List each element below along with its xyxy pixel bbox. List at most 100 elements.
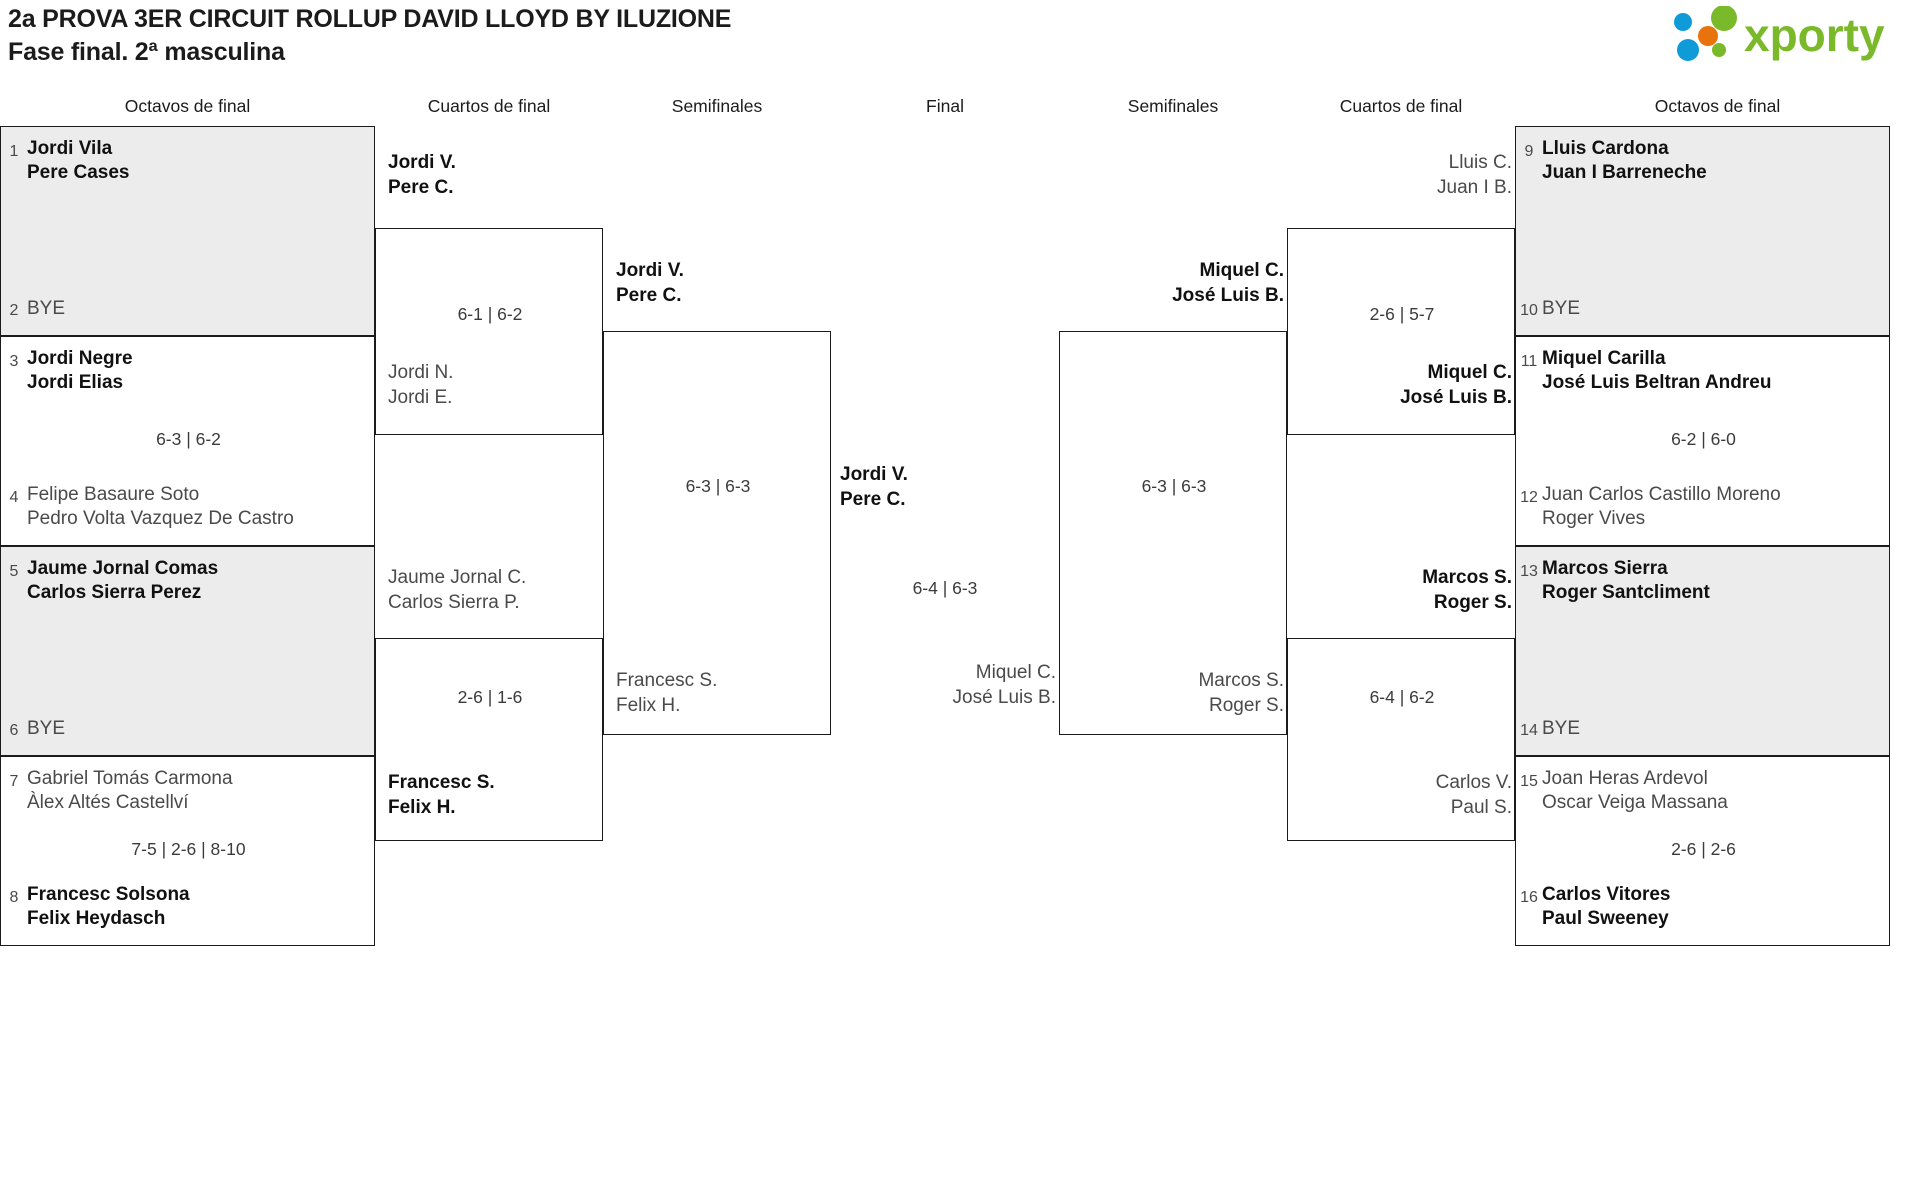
player-name-2: Oscar Veiga Massana: [1542, 792, 1728, 813]
match-score-right-qf-1: 2-6 | 5-7: [1369, 304, 1435, 324]
match-box-right-sf-1[interactable]: 6-3 | 6-3: [1059, 331, 1287, 735]
seed-number: 5: [9, 563, 19, 580]
player-name-1: Marcos S.: [1422, 567, 1512, 588]
sf-left-player-1[interactable]: Jordi V. Pere C.: [616, 258, 684, 308]
qf-left-player-3[interactable]: Jaume Jornal C. Carlos Sierra P.: [388, 565, 526, 615]
sf-right-player-1[interactable]: Miquel C. José Luis B.: [1172, 258, 1284, 308]
match-box-left-qf-1[interactable]: 6-1 | 6-2: [375, 228, 603, 435]
match-box-right-r16-3[interactable]: 13 Marcos Sierra Roger Santcliment 14 BY…: [1515, 546, 1890, 756]
player-name-1: Gabriel Tomás Carmona: [27, 768, 233, 789]
player-name-2: Pere C.: [388, 177, 454, 198]
player-slot-seed-3[interactable]: 3 Jordi Negre Jordi Elias: [1, 347, 133, 395]
seed-number: 6: [9, 722, 19, 739]
seed-number: 7: [9, 773, 19, 790]
qf-right-player-4[interactable]: Carlos V. Paul S.: [1436, 770, 1512, 820]
seed-number: 16: [1520, 889, 1538, 906]
player-slot-seed-4[interactable]: 4 Felipe Basaure Soto Pedro Volta Vazque…: [1, 483, 294, 531]
match-score-left-r16-4: 7-5 | 2-6 | 8-10: [131, 839, 246, 859]
seed-number: 11: [1520, 353, 1538, 370]
player-name-2: Àlex Altés Castellví: [27, 792, 189, 813]
player-name-2: Pedro Volta Vazquez De Castro: [27, 508, 294, 529]
player-name-2: Felix H.: [388, 797, 456, 818]
player-name-1: Miquel Carilla: [1542, 348, 1666, 369]
player-name-2: Paul Sweeney: [1542, 908, 1669, 929]
player-names: Lluis Cardona Juan I Barreneche: [1542, 137, 1707, 185]
player-names: Carlos Vitores Paul Sweeney: [1542, 883, 1670, 931]
player-slot-seed-5[interactable]: 5 Jaume Jornal Comas Carlos Sierra Perez: [1, 557, 219, 605]
seed-number: 13: [1520, 563, 1538, 580]
player-slot-seed-8[interactable]: 8 Francesc Solsona Felix Heydasch: [1, 883, 190, 931]
player-names: Francesc Solsona Felix Heydasch: [27, 883, 190, 931]
bye-label: BYE: [1542, 718, 1581, 739]
player-name-1: Marcos Sierra: [1542, 558, 1668, 579]
logo-wordmark: xporty: [1744, 9, 1885, 61]
player-slot-seed-6[interactable]: 6 BYE: [1, 716, 65, 741]
match-box-left-r16-3[interactable]: 5 Jaume Jornal Comas Carlos Sierra Perez…: [0, 546, 375, 756]
match-box-right-qf-1[interactable]: 2-6 | 5-7: [1287, 228, 1515, 435]
tournament-title: 2a PROVA 3ER CIRCUIT ROLLUP DAVID LLOYD …: [8, 5, 732, 33]
seed-number: 14: [1520, 722, 1538, 739]
seed-number: 2: [9, 302, 19, 319]
match-box-right-r16-2[interactable]: 11 Miquel Carilla José Luis Beltran Andr…: [1515, 336, 1890, 546]
final-player-1[interactable]: Jordi V. Pere C.: [840, 462, 908, 512]
player-name-1: Francesc Solsona: [27, 884, 190, 905]
player-name-1: Carlos V.: [1435, 772, 1512, 793]
player-slot-seed-10[interactable]: 10 BYE: [1516, 296, 1580, 321]
player-name-2: Roger Santcliment: [1542, 582, 1710, 603]
match-score-final: 6-4 | 6-3: [912, 578, 978, 598]
player-name-2: Paul S.: [1450, 797, 1512, 818]
match-box-right-r16-1[interactable]: 9 Lluis Cardona Juan I Barreneche 10 BYE: [1515, 126, 1890, 336]
player-name-2: José Luis Beltran Andreu: [1542, 372, 1772, 393]
qf-left-player-2[interactable]: Jordi N. Jordi E.: [388, 360, 453, 410]
qf-right-player-1[interactable]: Lluis C. Juan I B.: [1437, 150, 1512, 200]
player-slot-seed-16[interactable]: 16 Carlos Vitores Paul Sweeney: [1516, 883, 1670, 931]
match-box-left-qf-2[interactable]: 2-6 | 1-6: [375, 638, 603, 841]
player-name-1: Francesc S.: [616, 670, 718, 691]
match-score-left-r16-2: 6-3 | 6-2: [156, 429, 221, 449]
xporty-logo: xporty: [1666, 6, 1906, 64]
round-header-right-r16: Octavos de final: [1654, 96, 1781, 116]
player-slot-seed-12[interactable]: 12 Juan Carlos Castillo Moreno Roger Viv…: [1516, 483, 1781, 531]
title-block: 2a PROVA 3ER CIRCUIT ROLLUP DAVID LLOYD …: [8, 4, 731, 67]
player-slot-seed-15[interactable]: 15 Joan Heras Ardevol Oscar Veiga Massan…: [1516, 767, 1728, 815]
player-slot-seed-7[interactable]: 7 Gabriel Tomás Carmona Àlex Altés Caste…: [1, 767, 233, 815]
seed-number: 15: [1520, 773, 1538, 790]
match-box-right-qf-2[interactable]: 6-4 | 6-2: [1287, 638, 1515, 841]
player-slot-seed-1[interactable]: 1 Jordi Vila Pere Cases: [1, 137, 130, 185]
player-slot-seed-11[interactable]: 11 Miquel Carilla José Luis Beltran Andr…: [1516, 347, 1772, 395]
player-name-1: Jordi Vila: [27, 138, 113, 159]
qf-left-player-4[interactable]: Francesc S. Felix H.: [388, 770, 495, 820]
match-box-right-r16-4[interactable]: 15 Joan Heras Ardevol Oscar Veiga Massan…: [1515, 756, 1890, 946]
player-slot-seed-2[interactable]: 2 BYE: [1, 296, 65, 321]
round-header-right-qf: Cuartos de final: [1339, 96, 1463, 116]
player-name-2: Pere C.: [840, 489, 906, 510]
sf-left-player-2[interactable]: Francesc S. Felix H.: [616, 668, 717, 718]
seed-number: 3: [9, 353, 19, 370]
bye-label: BYE: [27, 718, 66, 739]
player-names: Felipe Basaure Soto Pedro Volta Vazquez …: [27, 483, 294, 531]
seed-number: 9: [1524, 143, 1534, 160]
match-box-left-r16-1[interactable]: 1 Jordi Vila Pere Cases 2 BYE: [0, 126, 375, 336]
player-name-1: Juan Carlos Castillo Moreno: [1542, 484, 1781, 505]
player-name-1: Marcos S.: [1198, 670, 1284, 691]
match-score-right-sf-1: 6-3 | 6-3: [1141, 476, 1207, 496]
player-names: Jordi Negre Jordi Elias: [27, 347, 133, 395]
sf-right-player-2[interactable]: Marcos S. Roger S.: [1198, 668, 1284, 718]
match-box-left-r16-2[interactable]: 3 Jordi Negre Jordi Elias 6-3 | 6-2 4 Fe…: [0, 336, 375, 546]
logo-dot-blue-top: [1674, 13, 1692, 31]
player-name-2: José Luis B.: [1400, 387, 1512, 408]
qf-right-player-2[interactable]: Miquel C. José Luis B.: [1400, 360, 1512, 410]
player-name-2: Roger Vives: [1542, 508, 1646, 529]
player-name-2: Juan I B.: [1437, 177, 1512, 198]
qf-right-player-3[interactable]: Marcos S. Roger S.: [1422, 565, 1512, 615]
final-player-2[interactable]: Miquel C. José Luis B.: [953, 660, 1057, 710]
player-slot-seed-13[interactable]: 13 Marcos Sierra Roger Santcliment: [1516, 557, 1710, 605]
player-name-1: Miquel C.: [1427, 362, 1512, 383]
player-slot-seed-14[interactable]: 14 BYE: [1516, 716, 1580, 741]
match-box-left-r16-4[interactable]: 7 Gabriel Tomás Carmona Àlex Altés Caste…: [0, 756, 375, 946]
player-slot-seed-9[interactable]: 9 Lluis Cardona Juan I Barreneche: [1516, 137, 1707, 185]
match-box-left-sf-1[interactable]: 6-3 | 6-3: [603, 331, 831, 735]
qf-left-player-1[interactable]: Jordi V. Pere C.: [388, 150, 456, 200]
logo-dot-green-small: [1712, 43, 1726, 57]
player-name-2: Carlos Sierra P.: [388, 592, 520, 613]
